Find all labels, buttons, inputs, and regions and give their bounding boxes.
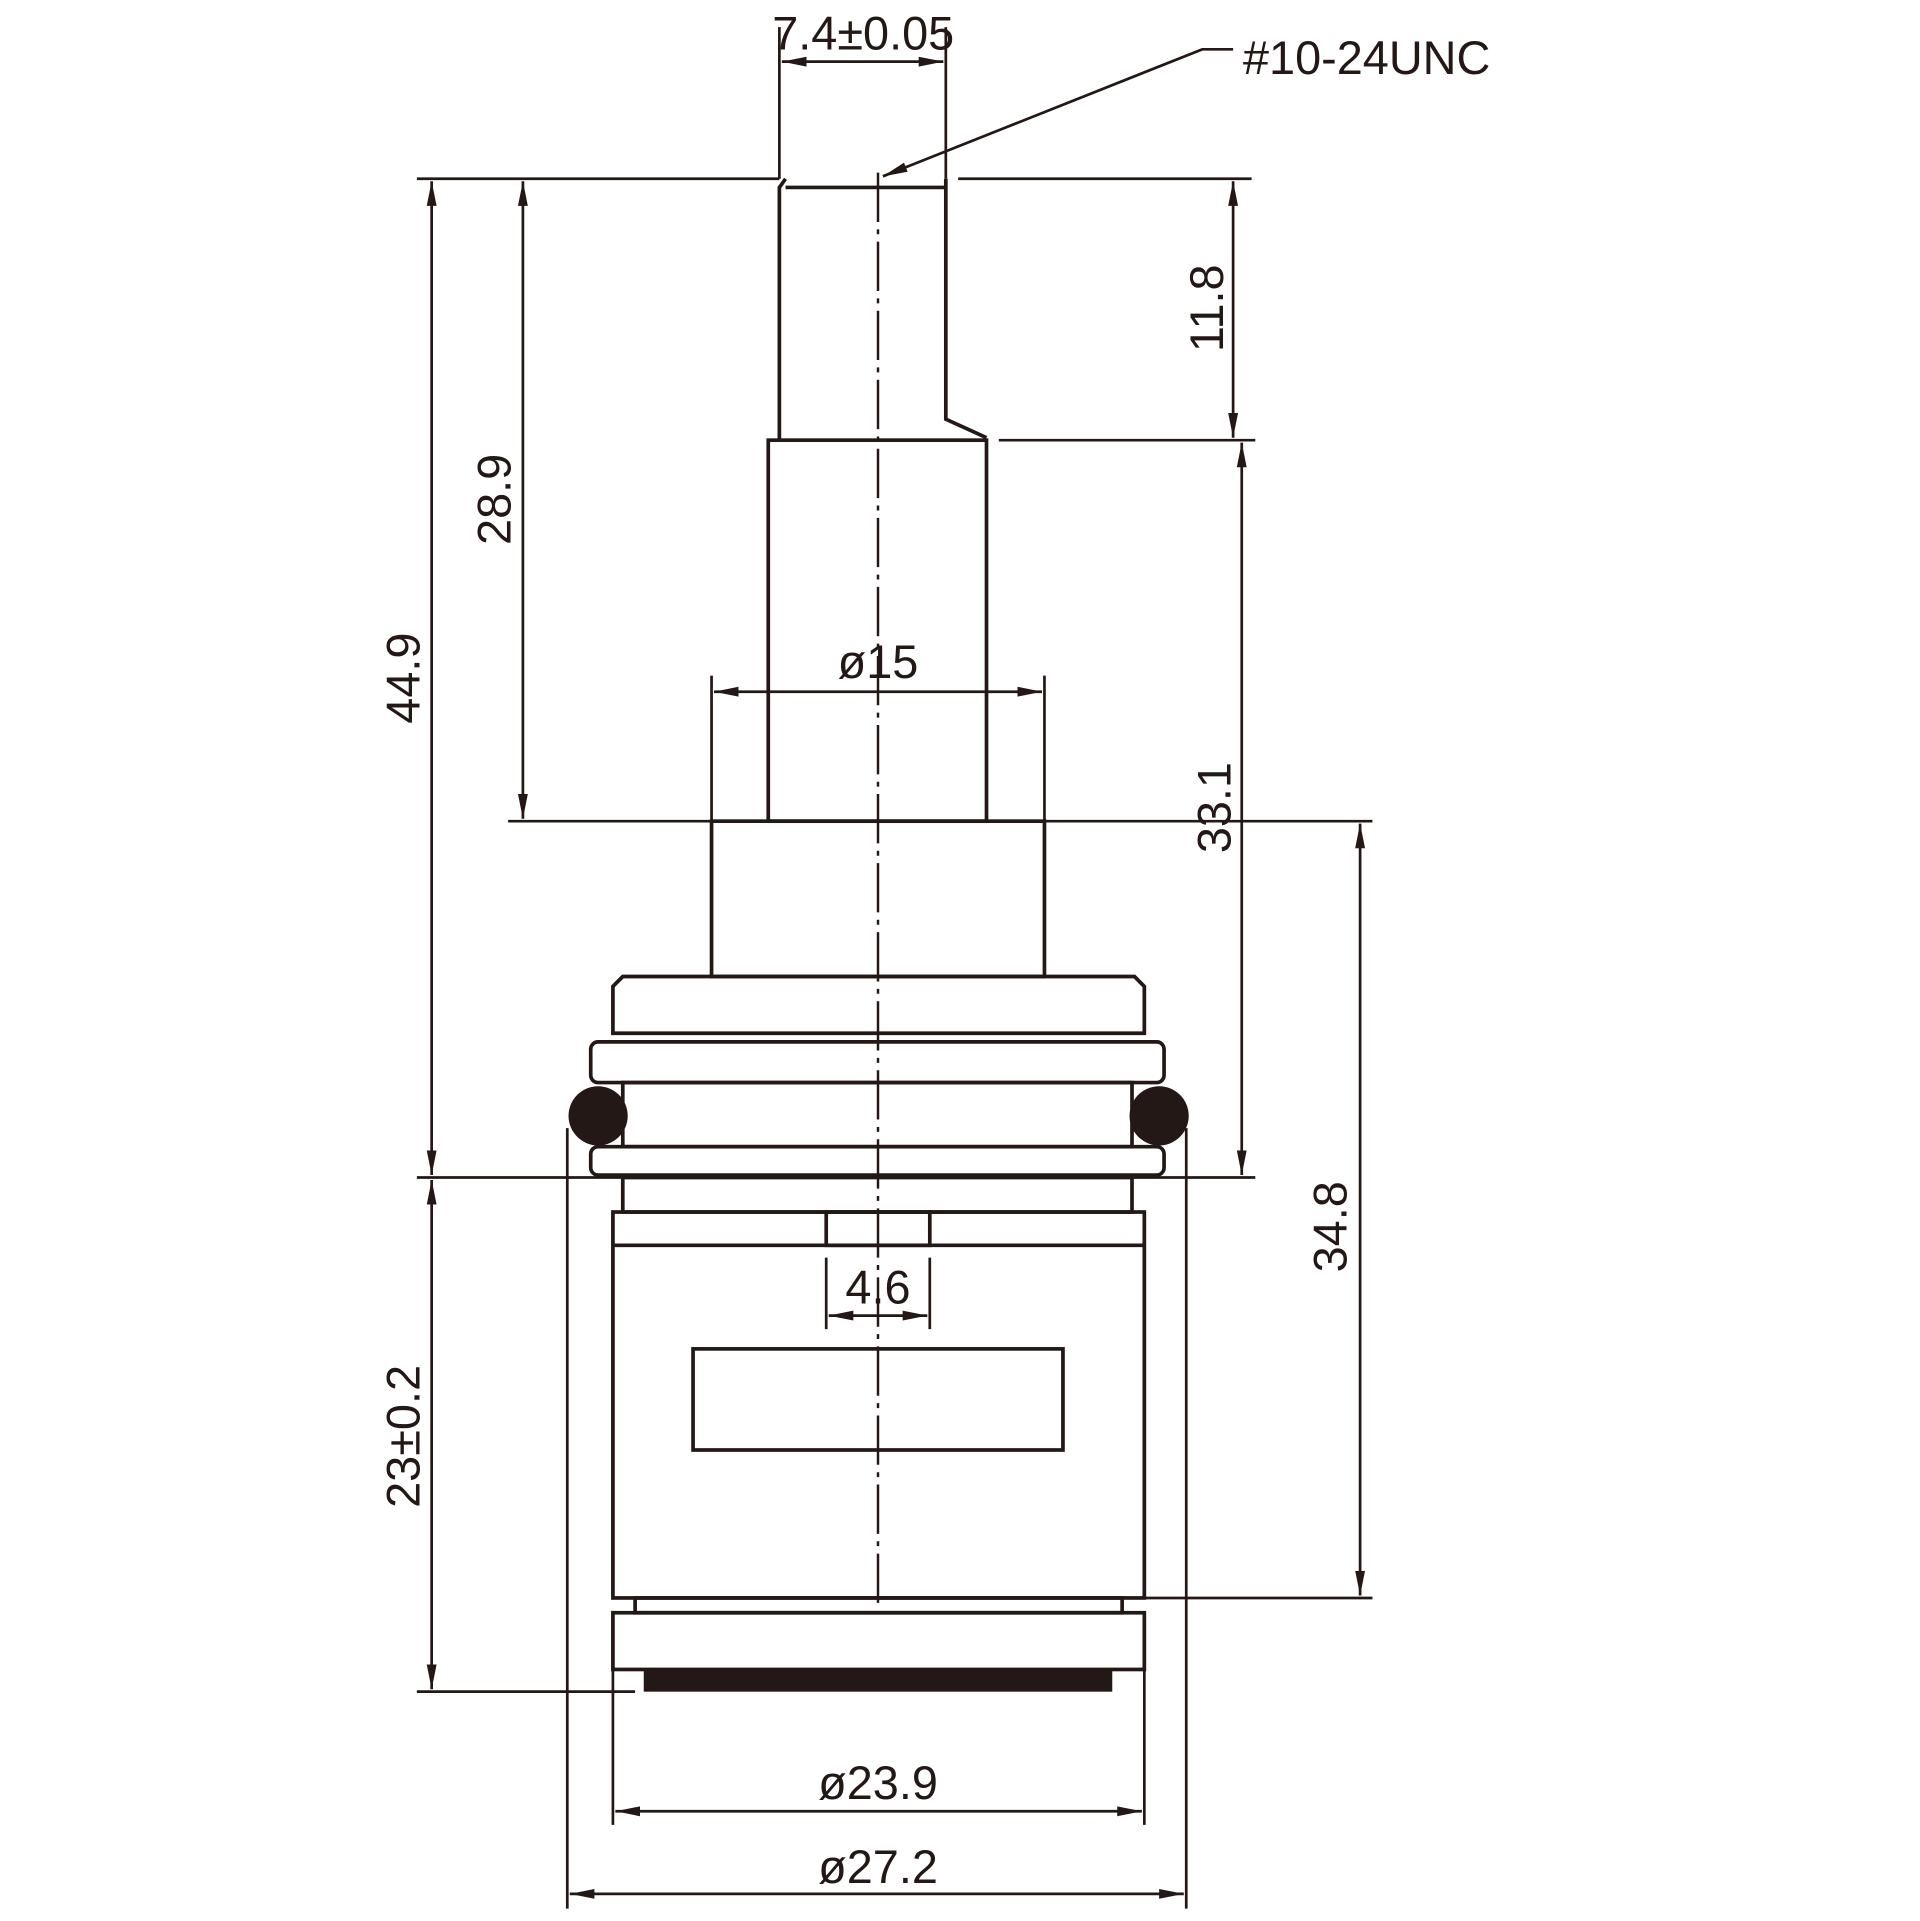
label-slot-width: 4.6 <box>845 1261 910 1313</box>
label-stem-width: 7.4±0.05 <box>772 7 954 59</box>
window <box>691 1347 1065 1452</box>
label-shaft-diameter: ø15 <box>838 636 919 688</box>
label-oring-diameter: ø27.2 <box>818 1841 938 1893</box>
label-total-height: 44.9 <box>377 633 429 724</box>
label-lower-height: 34.8 <box>1305 1181 1357 1272</box>
label-body-height: 23±0.2 <box>377 1365 429 1508</box>
label-body-diameter: ø23.9 <box>818 1757 938 1809</box>
part-outline <box>568 172 1189 1692</box>
label-thread: #10-24UNC <box>1243 32 1490 84</box>
o-ring-left <box>568 1086 628 1146</box>
extension-lines <box>416 27 1373 1909</box>
label-mid-height: 33.1 <box>1189 762 1241 853</box>
label-stem-height: 28.9 <box>469 454 521 545</box>
seal-strip <box>643 1669 1113 1692</box>
dimension-arrows <box>426 47 1366 1899</box>
dimension-labels: 7.4±0.05 #10-24UNC ø15 4.6 ø23.9 ø27.2 4… <box>377 7 1490 1892</box>
o-ring-right <box>1129 1086 1189 1146</box>
label-spline-length: 11.8 <box>1181 264 1233 352</box>
